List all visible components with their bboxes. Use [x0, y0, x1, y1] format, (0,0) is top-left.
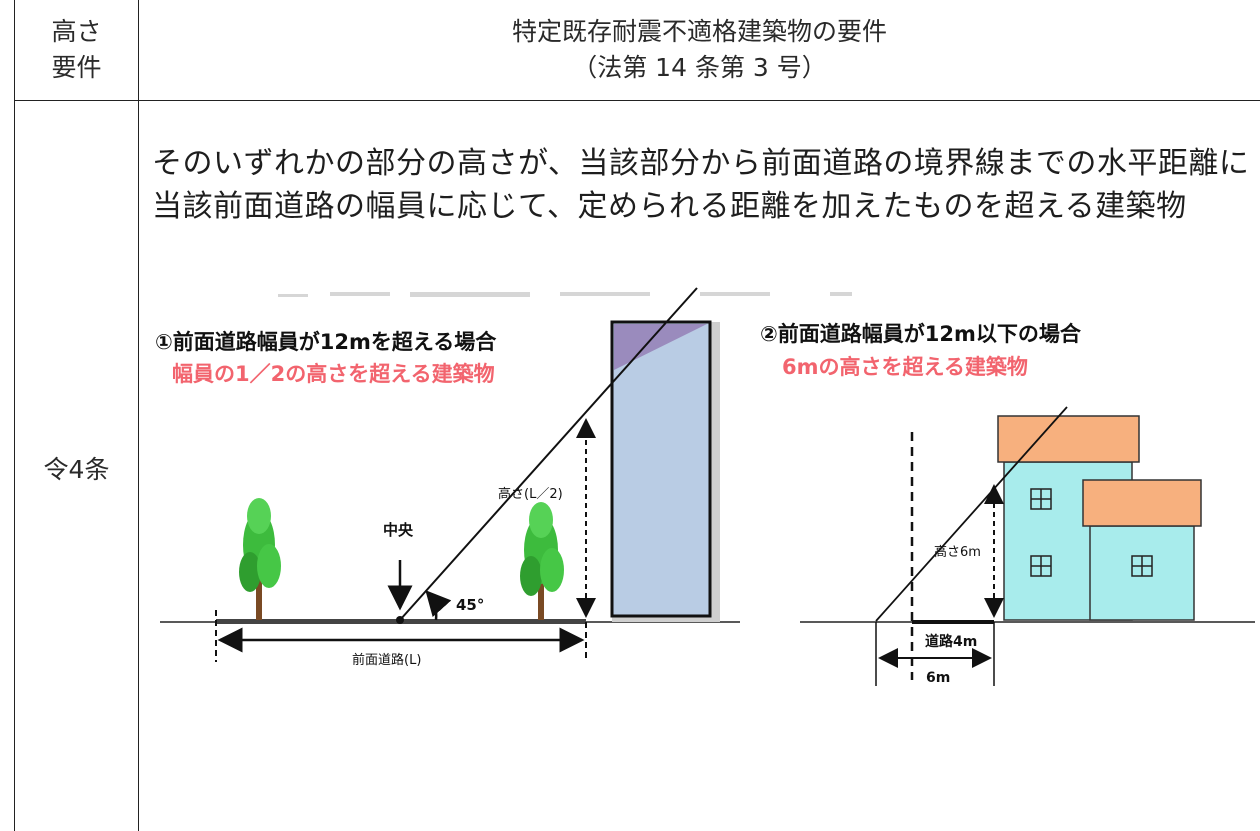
height-6m-label: 高さ6m	[934, 544, 981, 560]
faded-text-artifact	[278, 292, 852, 297]
diagram-shape	[410, 292, 530, 297]
tree-right	[520, 502, 564, 620]
table-header-divider	[14, 100, 1260, 101]
row-description: そのいずれかの部分の高さが、当該部分から前面道路の境界線までの水平距離に当該前面…	[152, 146, 1250, 224]
diagram-shape	[520, 556, 542, 596]
header-height-requirement: 高さ 要件	[15, 14, 138, 86]
diagram-shape	[540, 548, 564, 592]
house-small	[1082, 479, 1202, 621]
right-figure: ②前面道路幅員が12m以下の場合 6mの高さを超える建築物	[760, 322, 1255, 686]
center-point	[396, 616, 404, 624]
left-figure-subtitle: 幅員の1／2の高さを超える建築物	[172, 362, 495, 386]
distance-6m-label: 6m	[926, 670, 950, 686]
header-requirements-title: 特定既存耐震不適格建築物の要件 （法第 14 条第 3 号）	[139, 14, 1260, 86]
diagram-shape	[247, 498, 271, 534]
diagram-shape	[830, 292, 852, 296]
tree-left	[239, 498, 281, 620]
right-figure-title: ②前面道路幅員が12m以下の場合	[760, 322, 1082, 346]
left-figure: ①前面道路幅員が12mを超える場合 幅員の1／2の高さを超える建築物 中央	[155, 287, 740, 668]
diagram-shape	[529, 502, 553, 538]
diagram-shape	[257, 544, 281, 588]
diagram-shape	[700, 292, 770, 296]
window-icon	[1131, 555, 1153, 577]
diagram-shape	[239, 552, 261, 592]
row-label: 令4条	[43, 455, 110, 484]
diagram-shape	[256, 570, 262, 620]
table-border-left	[14, 0, 15, 831]
angle-label: 45°	[456, 596, 484, 614]
diagram-shape	[538, 575, 544, 620]
setback-45-line	[399, 287, 698, 621]
center-label: 中央	[383, 521, 414, 539]
diagram-shape	[330, 292, 390, 296]
road-surface-right	[912, 620, 994, 624]
tall-building	[610, 320, 712, 618]
angle-arc	[425, 590, 452, 621]
road-4m-label: 道路4m	[925, 633, 977, 650]
header-col2-line2: （法第 14 条第 3 号）	[572, 53, 827, 82]
window-icon	[1030, 488, 1052, 577]
header-col1-line1: 高さ	[51, 17, 102, 46]
left-figure-title: ①前面道路幅員が12mを超える場合	[155, 330, 497, 354]
diagram-shape	[560, 292, 650, 296]
right-figure-subtitle: 6mの高さを超える建築物	[782, 355, 1028, 379]
road-label: 前面道路(L)	[352, 652, 421, 668]
diagram-shape	[278, 294, 308, 297]
building-excess-area	[614, 324, 707, 370]
diagram-shape	[997, 415, 1140, 463]
header-col1-line2: 要件	[51, 53, 102, 82]
setback-45-line-right	[875, 406, 1068, 622]
table-column-divider	[138, 0, 139, 831]
header-col2-line1: 特定既存耐震不適格建築物の要件	[511, 17, 887, 46]
diagram-shape	[1082, 479, 1202, 527]
height-label: 高さ(L／2)	[498, 486, 563, 502]
